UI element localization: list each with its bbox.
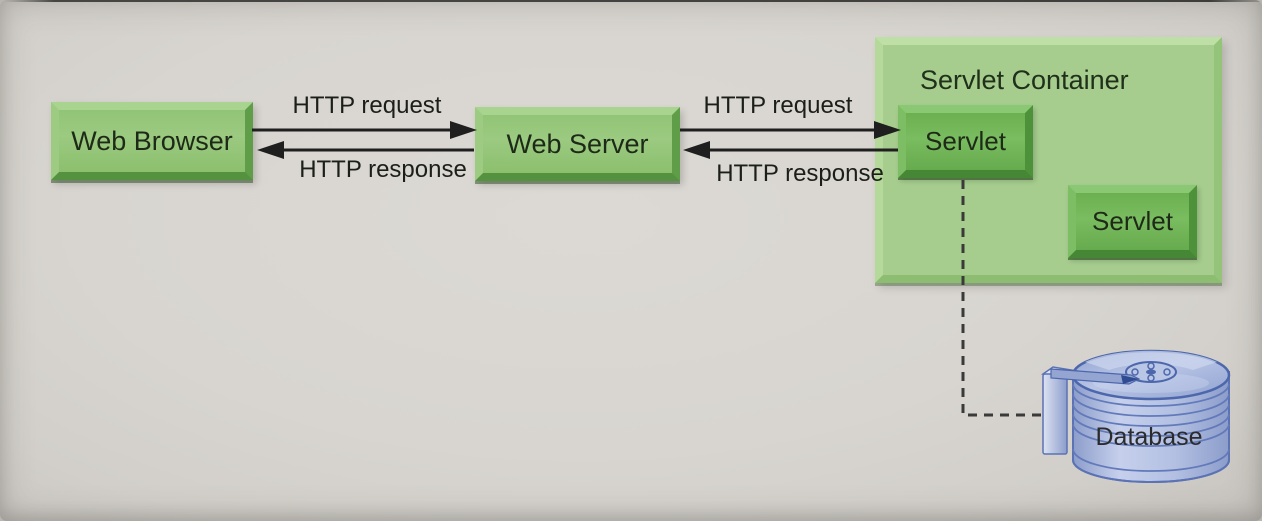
- node-web-server: Web Server: [475, 107, 680, 181]
- database-label: Database: [1095, 423, 1202, 451]
- node-servlet-secondary: Servlet: [1068, 185, 1197, 258]
- database-arm: [1050, 368, 1141, 385]
- arrow-right-icon: [450, 121, 477, 139]
- web-browser-label: Web Browser: [71, 125, 233, 156]
- frame-top-edge: [4, 0, 1260, 2]
- servlet-primary-label: Servlet: [925, 126, 1006, 156]
- arrow-browser-to-server-request: [252, 121, 477, 139]
- edge-label-http-request-2: HTTP request: [703, 92, 853, 119]
- edge-label-http-response-2: HTTP response: [716, 160, 884, 187]
- servlet-secondary-label: Servlet: [1092, 206, 1173, 236]
- database-icon: Database: [1041, 349, 1231, 483]
- database-actuator-top: [1041, 366, 1079, 379]
- arrow-servlet-to-server-response: [683, 141, 898, 159]
- node-servlet-container: Servlet Container Servlet Servlet: [875, 37, 1222, 283]
- arrow-left-icon: [683, 141, 710, 159]
- servlet-container-title: Servlet Container: [920, 65, 1129, 95]
- database-actuator: [1042, 373, 1068, 455]
- node-web-browser: Web Browser: [51, 102, 253, 180]
- edge-label-http-request-1: HTTP request: [292, 92, 442, 119]
- node-servlet-primary: Servlet: [898, 105, 1033, 178]
- web-server-label: Web Server: [506, 128, 649, 159]
- arrow-left-icon: [257, 141, 284, 159]
- edge-label-http-response-1: HTTP response: [299, 156, 467, 183]
- arrow-server-to-servlet-request: [680, 121, 901, 139]
